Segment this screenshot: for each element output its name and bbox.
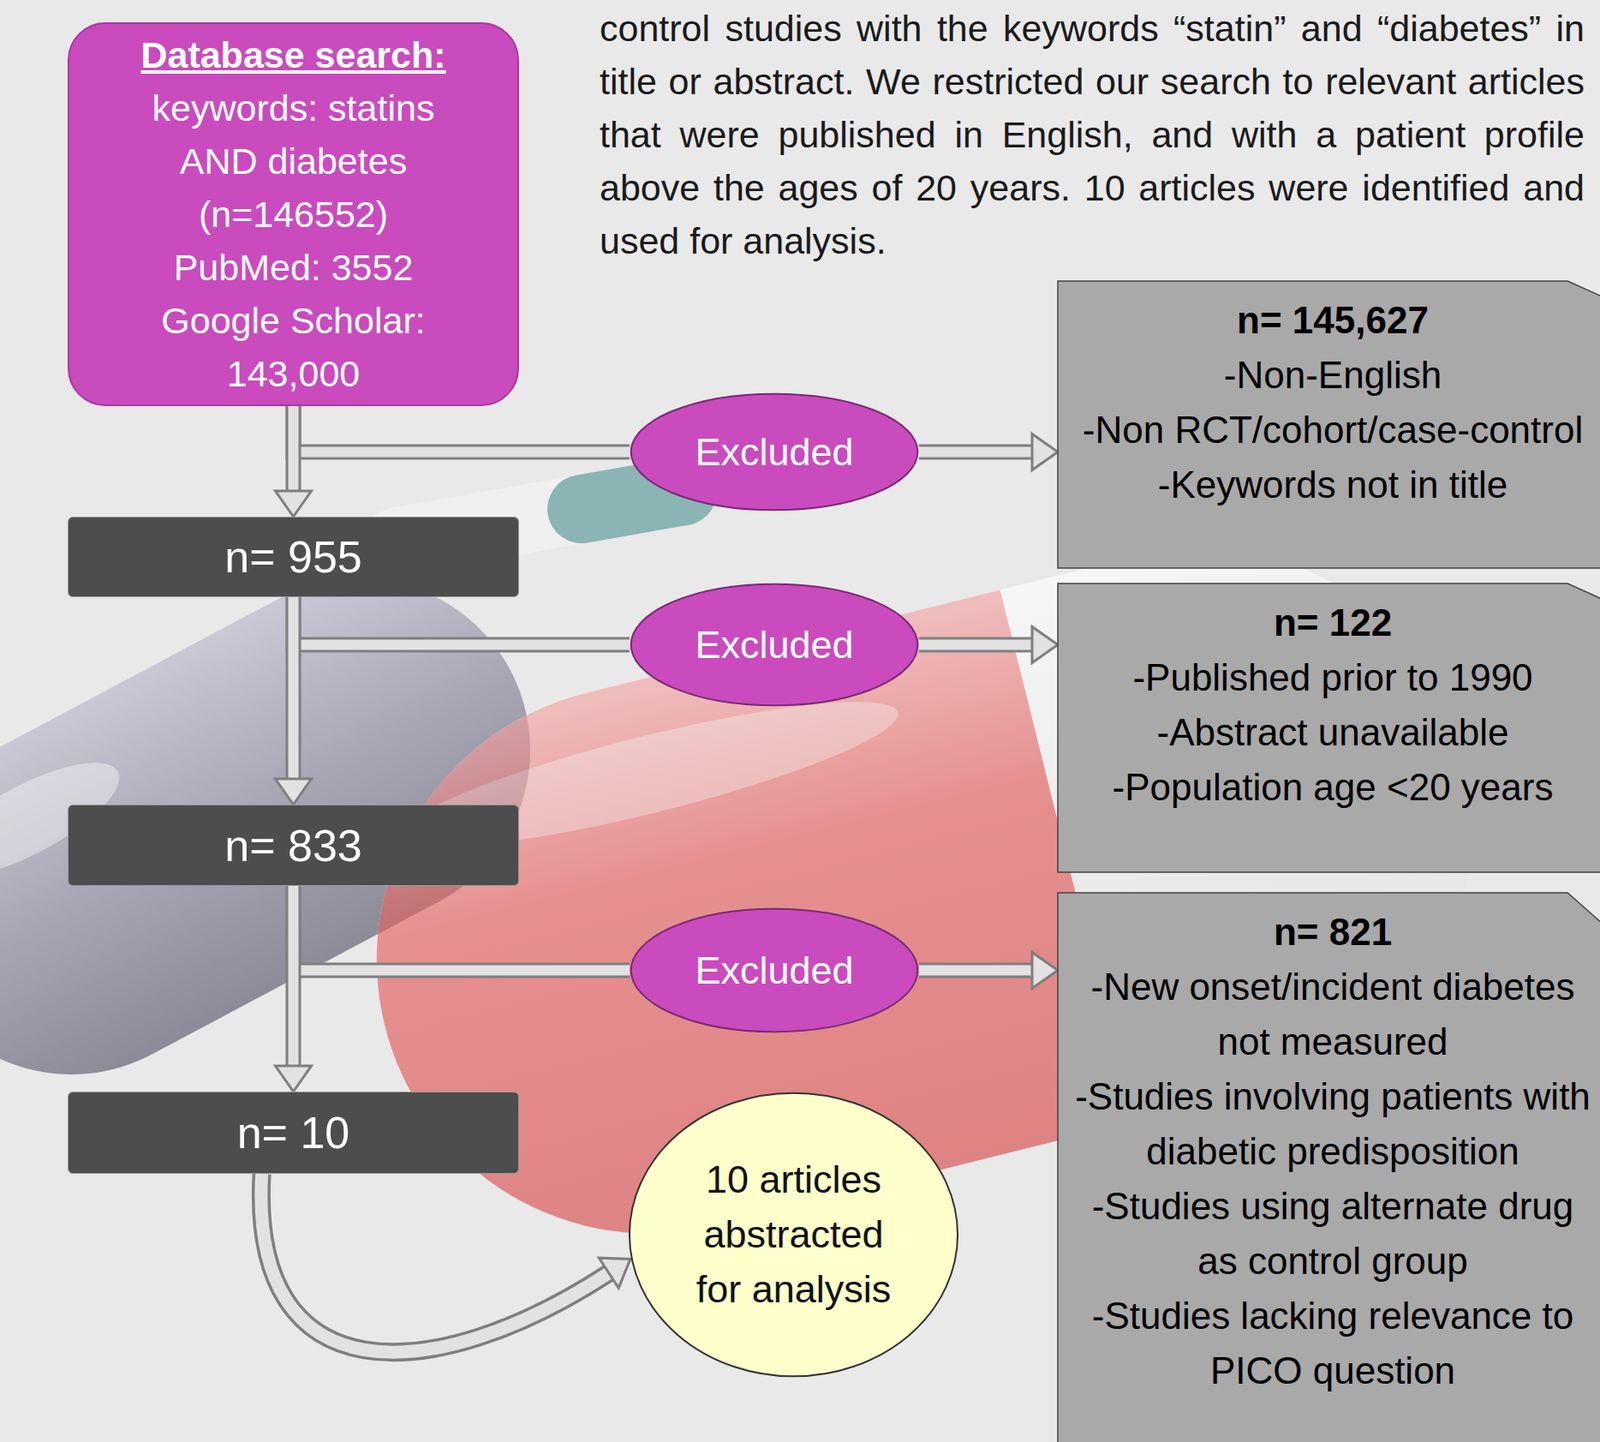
node-text: -New onset/incident diabetes not measure… — [1068, 959, 1598, 1069]
node-heading: 10 articles abstracted for analysis — [690, 1152, 897, 1317]
node-heading: n= 821 — [1273, 904, 1392, 960]
node-text: -Non RCT/cohort/case-control — [1082, 402, 1583, 458]
exclusion-ellipse: Excluded — [629, 907, 920, 1033]
flow-arrow — [275, 885, 312, 1092]
node-text: -Keywords not in title — [1158, 457, 1508, 513]
count-box: n= 10 — [67, 1091, 520, 1174]
result-circle: 10 articles abstracted for analysis — [627, 1091, 960, 1378]
exclusion-box: n= 122-Published prior to 1990-Abstract … — [1057, 583, 1600, 872]
count-box: n= 955 — [67, 516, 520, 598]
node-text: PubMed: 3552 — [173, 240, 414, 294]
node-text: -Population age <20 years — [1112, 759, 1554, 815]
node-heading: n= 955 — [224, 531, 363, 583]
flow-arrow — [261, 1173, 631, 1352]
intro-paragraph: control studies with the keywords “stati… — [599, 1, 1585, 268]
flow-arrow — [919, 434, 1058, 471]
node-text: Google Scholar: 143,000 — [112, 293, 475, 400]
node-heading: n= 122 — [1273, 595, 1392, 651]
flow-arrow — [275, 597, 312, 805]
node-text: -Studies lacking relevance to PICO quest… — [1068, 1288, 1598, 1398]
node-heading: Excluded — [694, 621, 854, 669]
flow-arrow — [919, 952, 1058, 989]
node-heading: n= 145,627 — [1236, 292, 1429, 348]
exclusion-ellipse: Excluded — [629, 393, 920, 511]
node-text: keywords: statins AND diabetes (n=146552… — [112, 81, 475, 241]
search-box: Database search:keywords: statins AND di… — [67, 22, 520, 406]
node-text: -Published prior to 1990 — [1132, 650, 1533, 705]
node-text: -Studies using alternate drug as control… — [1068, 1178, 1598, 1289]
flow-arrow — [293, 405, 631, 453]
count-box: n= 833 — [67, 804, 520, 886]
node-text: -Non-English — [1223, 347, 1442, 403]
node-heading: Excluded — [694, 947, 854, 994]
node-text: -Abstract unavailable — [1157, 704, 1510, 760]
node-heading: Database search: — [140, 28, 446, 82]
flow-arrow — [293, 597, 631, 645]
flow-arrow — [919, 626, 1058, 663]
node-heading: n= 833 — [224, 819, 363, 872]
exclusion-ellipse: Excluded — [629, 583, 920, 706]
flow-arrow — [293, 885, 631, 971]
exclusion-box: n= 145,627-Non-English-Non RCT/cohort/ca… — [1057, 280, 1600, 568]
flow-arrow — [275, 405, 312, 517]
node-text: -Studies involving patients with diabeti… — [1068, 1068, 1598, 1179]
node-heading: Excluded — [694, 429, 854, 476]
exclusion-box: n= 821-New onset/incident diabetes not m… — [1057, 892, 1600, 1442]
node-heading: n= 10 — [237, 1106, 351, 1159]
